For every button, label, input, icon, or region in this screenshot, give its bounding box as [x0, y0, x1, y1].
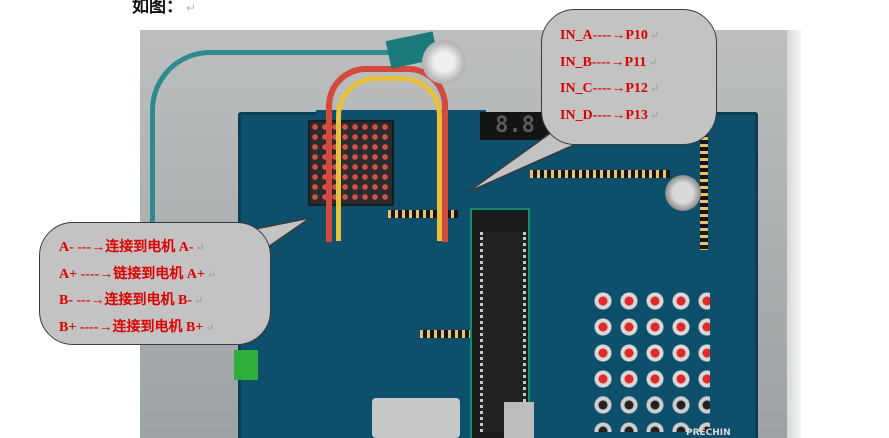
callout-line: A- ---→连接到电机 A-↵ — [59, 240, 205, 255]
heading-text: 如图： — [132, 0, 183, 17]
pin-header — [700, 130, 708, 250]
coin-battery — [665, 175, 701, 211]
paragraph-mark: ↵ — [186, 1, 197, 15]
callout-line: IN_C----→P12↵ — [560, 81, 660, 96]
board-brand-label: PRECHIN — [686, 428, 731, 438]
motor-cable — [150, 50, 405, 245]
callout-line: IN_A----→P10↵ — [560, 28, 660, 43]
callout-line: B- ---→连接到电机 B-↵ — [59, 293, 204, 308]
usb-port — [504, 402, 534, 438]
pin-header — [420, 330, 480, 338]
callout-line: B+ ----→连接到电机 B+↵ — [59, 319, 215, 335]
button-matrix — [590, 288, 710, 398]
button-row — [590, 392, 710, 432]
input-pins-callout: IN_A----→P10↵ IN_B----→P11↵ IN_C----→P12… — [541, 9, 717, 145]
ribbon-cable — [326, 66, 448, 242]
ribbon-cable — [336, 76, 442, 241]
callout-line: IN_B----→P11↵ — [560, 54, 658, 70]
pin-header — [530, 170, 670, 178]
callout-line: A+ ----→链接到电机 A+↵ — [59, 266, 217, 282]
photo-edge — [787, 30, 801, 438]
stepper-motor — [422, 40, 466, 84]
serial-port — [372, 398, 460, 438]
callout-line: IN_D----→P13↵ — [560, 107, 660, 123]
zif-socket — [470, 208, 530, 438]
terminal-block — [234, 350, 258, 380]
page-heading: 如图：↵ — [132, 0, 196, 17]
seven-segment-display: 8.8 — [480, 112, 550, 140]
motor-connection-callout: A- ---→连接到电机 A-↵ A+ ----→链接到电机 A+↵ B- --… — [39, 222, 271, 345]
